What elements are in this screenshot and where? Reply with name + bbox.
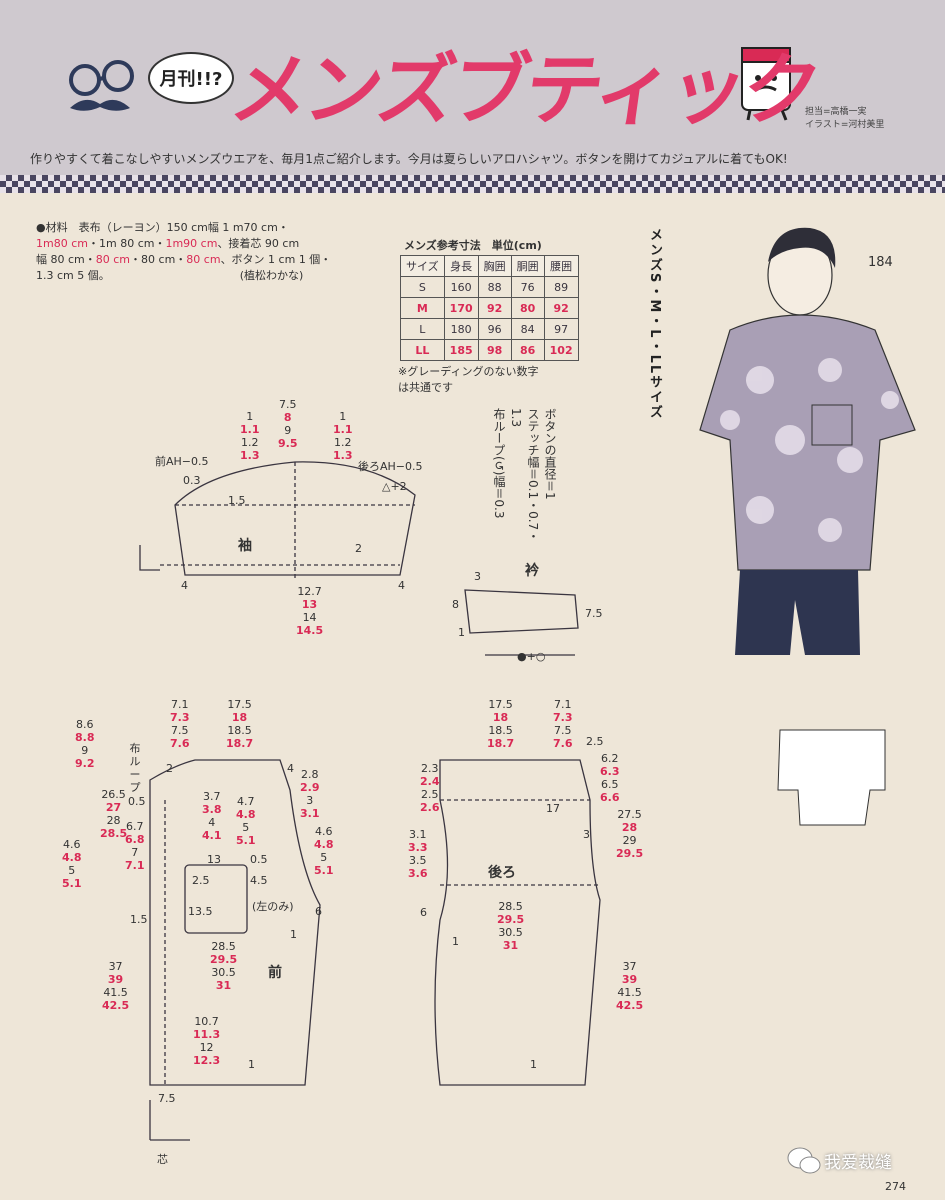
front-misc-h: 7.5 [158,1092,176,1105]
page-title: メンズブティック [224,46,824,136]
mustache-icon [70,99,130,111]
grading-note: ※グレーディングのない数字は共通です [398,365,539,394]
sleeve-small-e: 4 [398,579,405,592]
collar-dim-e: ●+○ [517,650,546,663]
checker-border [0,175,945,193]
sleeve-label: 袖 [238,538,252,554]
credit-editor: 担当=高橋一実 [805,107,867,117]
back-misc-e: 1 [452,935,459,948]
size-range-label: メンズS・M・L・LLサイズ [647,228,662,421]
page-number: 274 [885,1180,906,1193]
materials-line-2: 1m80 cm・1m 80 cm・1m90 cm、接着芯 90 cm [36,237,300,250]
watermark: 我爱裁缝 [824,1153,892,1173]
materials-line-1: ●材料 表布（レーヨン）150 cm幅 1 m70 cm・ [36,221,289,234]
credits: 担当=高橋一実 イラスト=河村美里 [805,106,884,132]
plus2-label: △+2 [382,480,407,493]
sleeve-small-d: 4 [181,579,188,592]
pocket-dim-c: 2.5 [192,874,210,887]
sleeve-pattern [139,461,416,580]
mascot-icon [741,47,791,121]
front-misc-b: 4 [287,762,294,775]
loop-label: 布ループ [129,742,141,794]
sleeve-small-c: 2 [355,542,362,555]
back-misc-b: 17 [546,802,560,815]
wechat-icon [787,1147,821,1174]
collar-pattern [464,589,579,656]
back-misc-f: 1 [530,1058,537,1071]
size-table-header: サイズ身長胸囲胴囲腰囲 [400,255,579,277]
pocket-dim-b: 0.5 [250,853,268,866]
credit-illustrator: イラスト=河村美里 [805,120,885,130]
pocket-dim-e: 13.5 [188,905,213,918]
front-misc-g: 1 [248,1058,255,1071]
facing-label: 芯 [157,1153,168,1166]
back-ah-label: 後ろAH−0.5 [358,460,423,473]
model-number: 184 [868,255,893,270]
pocket-note: (左のみ) [252,900,294,913]
materials-line-4: 1.3 cm 5 個。(植松わかな) [36,269,304,282]
sleeve-small-a: 0.3 [183,474,201,487]
front-misc-e: 6 [315,905,322,918]
front-misc-a: 2 [166,762,173,775]
front-pattern [149,759,321,1141]
front-misc-f: 1 [290,928,297,941]
back-misc-a: 2.5 [586,735,604,748]
sleeve-small-b: 1.5 [228,494,246,507]
model-illustration [699,227,916,826]
size-table-title: メンズ参考寸法 単位(cm) [404,239,542,252]
collar-dim-c: 7.5 [585,607,603,620]
pocket-dim-a: 13 [207,853,221,866]
badge-bubble: 月刊!!? [148,52,234,104]
back-pattern [434,759,601,1086]
glasses-icon [69,60,134,96]
back-label: 後ろ [488,865,516,881]
collar-label: 衿 [525,563,539,579]
intro-text: 作りやすくて着こなしやすいメンズウエアを、毎月1点ご紹介します。今月は夏らしいア… [30,152,788,166]
back-misc-d: 6 [420,906,427,919]
back-misc-c: 3 [583,828,590,841]
materials-block: ●材料 表布（レーヨン）150 cm幅 1 m70 cm・ 1m80 cm・1m… [36,220,356,284]
pocket-dim-d: 4.5 [250,874,268,887]
front-label: 前 [268,965,282,981]
materials-line-3: 幅 80 cm・80 cm・80 cm・80 cm、ボタン 1 cm 1 個・ [36,253,332,266]
front-misc-d: 1.5 [130,913,148,926]
collar-dim-d: 1 [458,626,465,639]
front-ah-label: 前AH−0.5 [155,455,209,468]
collar-dim-a: 3 [474,570,481,583]
collar-dim-b: 8 [452,598,459,611]
front-misc-c: 0.5 [128,795,146,808]
